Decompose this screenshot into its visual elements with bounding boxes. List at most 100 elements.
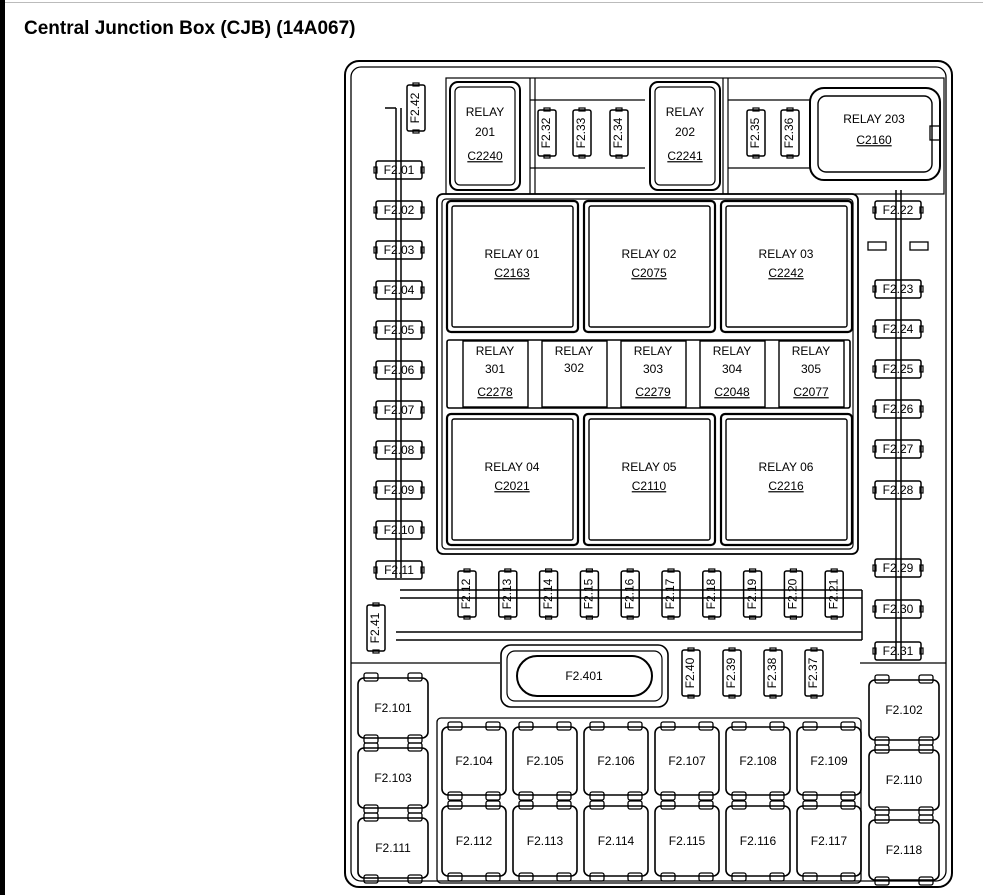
maxi-fuse-f2-101[interactable]: F2.101 <box>357 672 429 744</box>
maxi-fuse-f2-114[interactable]: F2.114 <box>583 800 649 882</box>
fuse-f2-28[interactable]: F2.28 <box>872 480 924 500</box>
maxi-tab <box>407 672 423 682</box>
fuse-f2-38[interactable]: F2.38 <box>763 647 783 699</box>
maxi-fuse-f2-117[interactable]: F2.117 <box>796 800 862 882</box>
fuse-f2-41[interactable]: F2.41 <box>366 602 386 654</box>
maxi-fuse-f2-113[interactable]: F2.113 <box>512 800 578 882</box>
fuse-f2-20[interactable]: F2.20 <box>783 568 804 620</box>
left-edge-bar <box>0 0 5 895</box>
maxi-fuse-f2-108[interactable]: F2.108 <box>725 721 791 801</box>
fuse-f2-10[interactable]: F2.10 <box>373 520 425 540</box>
fuse-f2-12[interactable]: F2.12 <box>457 568 477 620</box>
fuse-f2-08[interactable]: F2.08 <box>373 440 425 460</box>
fuse-f2-31[interactable]: F2.31 <box>872 641 924 661</box>
maxi-fuse-f2-104[interactable]: F2.104 <box>441 721 507 801</box>
fuse-body <box>874 558 922 578</box>
maxi-fuse-f2-109[interactable]: F2.109 <box>796 721 862 801</box>
maxi-fuse-f2-103[interactable]: F2.103 <box>357 742 429 814</box>
maxi-fuse-f2-102[interactable]: F2.102 <box>868 674 940 746</box>
fuse-f2-21[interactable]: F2.21 <box>824 568 844 620</box>
maxi-label: F2.115 <box>669 834 706 848</box>
maxi-body <box>868 819 940 881</box>
relay-body <box>582 412 717 547</box>
maxi-fuse-f2-110[interactable]: F2.110 <box>868 744 940 816</box>
fuse-f2-13[interactable]: F2.13 <box>498 568 518 620</box>
fuse-f2-15[interactable]: F2.15 <box>579 568 600 620</box>
fuse-f2-30[interactable]: F2.30 <box>872 599 924 619</box>
fuse-f2-32[interactable]: F2.32 <box>537 107 557 159</box>
fuse-f2-37[interactable]: F2.37 <box>804 647 824 699</box>
maxi-fuse-f2-107[interactable]: F2.107 <box>654 721 720 801</box>
fuse-f2-09[interactable]: F2.09 <box>373 480 425 500</box>
relay-label: RELAY 03 <box>759 247 814 261</box>
fuse-label: F2.01 <box>384 163 415 177</box>
fuse-f2-01[interactable]: F2.01 <box>373 160 425 180</box>
fuse-f2-23[interactable]: F2.23 <box>872 279 924 299</box>
maxi-tab <box>518 800 534 810</box>
relay-label: RELAY 203 <box>843 112 905 126</box>
fuse-f2-42[interactable]: F2.42 <box>406 82 426 134</box>
fuse-f2-22[interactable]: F2.22 <box>872 200 924 220</box>
fuse-f2-25[interactable]: F2.25 <box>872 359 924 379</box>
fuse-label: F2.28 <box>883 483 914 497</box>
fuse-f2-18[interactable]: F2.18 <box>702 568 722 620</box>
fuse-f2-17[interactable]: F2.17 <box>661 568 681 620</box>
fuse-body <box>375 200 423 220</box>
maxi-tab <box>589 791 605 801</box>
fuse-f2-29[interactable]: F2.29 <box>872 558 924 578</box>
fuse-f2-06[interactable]: F2.06 <box>373 360 425 380</box>
fuse-f2-19[interactable]: F2.19 <box>742 568 763 620</box>
maxi-fuse-f2-115[interactable]: F2.115 <box>654 800 720 882</box>
maxi-fuse-f2-105[interactable]: F2.105 <box>512 721 578 801</box>
maxi-fuse-f2-111[interactable]: F2.111 <box>357 812 429 884</box>
fuse-f2-02[interactable]: F2.02 <box>373 200 425 220</box>
fuse-f2-27[interactable]: F2.27 <box>872 439 924 459</box>
maxi-fuse-f2-116[interactable]: F2.116 <box>725 800 791 882</box>
maxi-tab <box>363 672 379 682</box>
maxi-tab <box>874 744 890 754</box>
maxi-fuse-f2-106[interactable]: F2.106 <box>583 721 649 801</box>
cartridge-housing <box>500 644 669 708</box>
fuse-f2-34[interactable]: F2.34 <box>609 107 629 159</box>
fuse-body <box>783 570 804 618</box>
fuse-f2-35[interactable]: F2.35 <box>746 107 766 159</box>
fuse-f2-16[interactable]: F2.16 <box>620 568 640 620</box>
fuse-label: F2.33 <box>574 117 588 148</box>
maxi-tab <box>874 736 890 746</box>
fuse-f2-24[interactable]: F2.24 <box>872 319 924 339</box>
fuse-f2-36[interactable]: F2.36 <box>780 107 800 159</box>
fuse-f2-07[interactable]: F2.07 <box>373 400 425 420</box>
fuse-body <box>874 480 922 500</box>
fuse-f2-39[interactable]: F2.39 <box>722 647 742 699</box>
fuse-f2-26[interactable]: F2.26 <box>872 399 924 419</box>
fuse-f2-14[interactable]: F2.14 <box>538 568 559 620</box>
fuse-f2-401[interactable]: F2.401 <box>500 644 669 708</box>
maxi-tab <box>447 872 463 882</box>
fuse-body <box>804 649 824 697</box>
maxi-fuse-f2-112[interactable]: F2.112 <box>441 800 507 882</box>
fuse-f2-11[interactable]: F2.11 <box>373 560 425 580</box>
relay-connector: C2278 <box>477 385 513 399</box>
maxi-fuse-f2-118[interactable]: F2.118 <box>868 814 940 886</box>
maxi-body <box>796 805 862 877</box>
fuse-f2-04[interactable]: F2.04 <box>373 280 425 300</box>
fuse-f2-03[interactable]: F2.03 <box>373 240 425 260</box>
fuse-body <box>780 109 800 157</box>
fuse-f2-33[interactable]: F2.33 <box>572 107 592 159</box>
fuse-f2-40[interactable]: F2.40 <box>681 647 701 699</box>
fuse-f2-05[interactable]: F2.05 <box>373 320 425 340</box>
